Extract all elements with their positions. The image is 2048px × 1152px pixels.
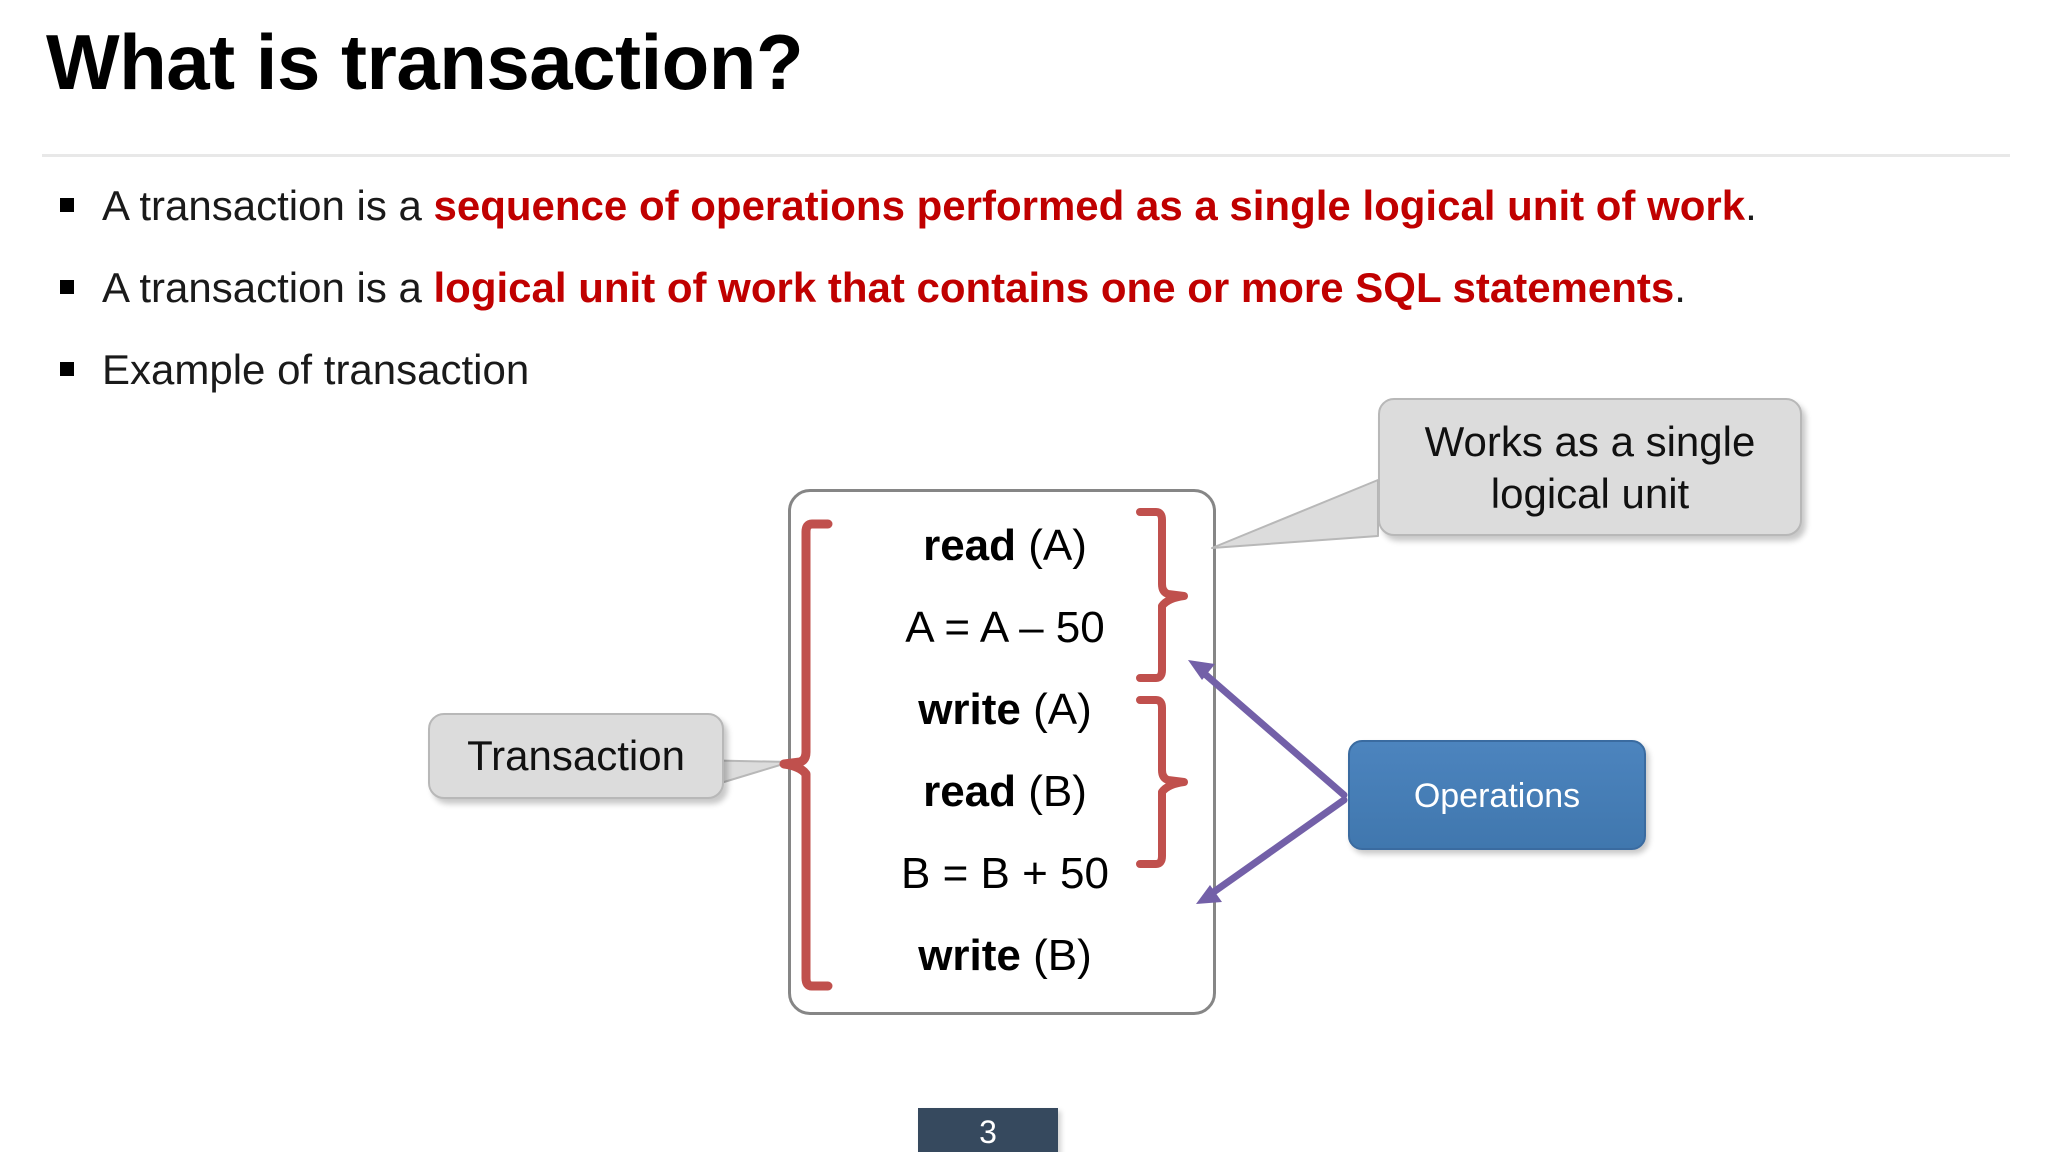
transaction-line-2: A = A – 50 <box>791 606 1219 650</box>
bullet-text-2: A transaction is a logical unit of work … <box>102 267 1686 309</box>
square-bullet-icon <box>60 362 74 376</box>
transaction-line-5-operand: B = B + 50 <box>901 849 1109 898</box>
bullet-item-1: A transaction is a sequence of operation… <box>60 185 1757 227</box>
transaction-line-5: B = B + 50 <box>791 852 1219 896</box>
callout-single-unit-line-2: logical unit <box>1490 470 1690 517</box>
transaction-line-1: read (A) <box>791 524 1219 568</box>
transaction-statements-box: read (A) A = A – 50 write (A) read (B) B… <box>788 489 1216 1015</box>
square-bullet-icon <box>60 280 74 294</box>
transaction-line-6-operand: (B) <box>1020 931 1092 980</box>
callout-transaction: Transaction <box>428 713 724 799</box>
bullet-item-2: A transaction is a logical unit of work … <box>60 267 1686 309</box>
bullet-1-suffix: . <box>1745 182 1757 229</box>
transaction-line-4-operand: (B) <box>1016 767 1087 816</box>
bullet-3-prefix: Example of transaction <box>102 346 530 393</box>
title-divider <box>42 154 2010 157</box>
transaction-line-1-keyword: read <box>923 521 1017 570</box>
bullet-2-highlight: logical unit of work that contains one o… <box>433 264 1675 311</box>
bullet-1-prefix: A transaction is a <box>102 182 434 229</box>
callout-works-as-single-logical-unit: Works as a single logical unit <box>1378 398 1802 536</box>
operations-label-box: Operations <box>1348 740 1646 850</box>
transaction-line-6-keyword: write <box>918 931 1021 980</box>
bullet-item-3: Example of transaction <box>60 349 529 391</box>
transaction-line-4: read (B) <box>791 770 1219 814</box>
transaction-line-3-operand: (A) <box>1020 685 1092 734</box>
bullet-text-1: A transaction is a sequence of operation… <box>102 185 1757 227</box>
callout-single-unit-line-1: Works as a single <box>1424 418 1756 465</box>
bullet-2-suffix: . <box>1674 264 1686 311</box>
bullet-2-prefix: A transaction is a <box>102 264 434 311</box>
transaction-line-2-operand: A = A – 50 <box>905 603 1105 652</box>
transaction-line-3: write (A) <box>791 688 1219 732</box>
bullet-text-3: Example of transaction <box>102 349 529 391</box>
page-number-badge: 3 <box>918 1108 1058 1152</box>
square-bullet-icon <box>60 198 74 212</box>
transaction-line-6: write (B) <box>791 934 1219 978</box>
callout-single-unit-tail <box>1211 479 1379 549</box>
page-title: What is transaction? <box>46 18 804 106</box>
transaction-line-1-operand: (A) <box>1016 521 1087 570</box>
transaction-line-3-keyword: write <box>918 685 1021 734</box>
transaction-line-4-keyword: read <box>923 767 1017 816</box>
bullet-1-highlight: sequence of operations performed as a si… <box>433 182 1746 229</box>
